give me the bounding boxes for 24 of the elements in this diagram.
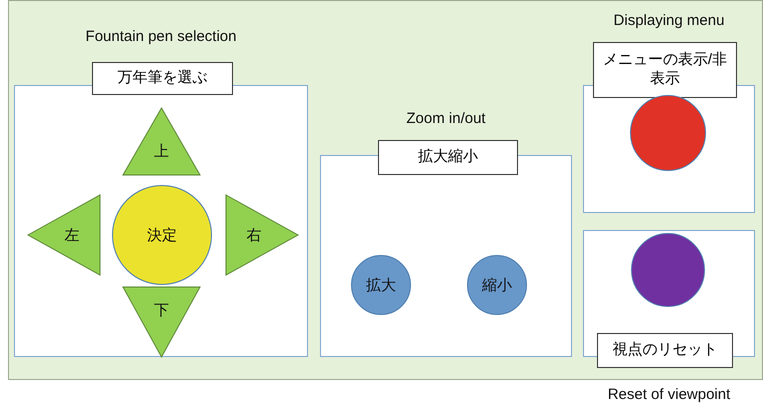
button-label: 縮小 [482,276,512,294]
round-button [467,255,527,315]
button-label: 左 [64,226,80,244]
title-tag: 視点のリセット [597,333,733,368]
title-tag: 万年筆を選ぶ [92,62,233,95]
panel-heading: Displaying menu [612,12,726,29]
round-button [351,255,411,315]
arrow-key [123,108,200,175]
panel-heading: Reset of viewpoint [606,386,732,403]
button-label: 決定 [147,226,177,244]
round-button [631,233,705,307]
panel-heading: Fountain pen selection [84,28,238,45]
arrow-key [226,195,298,275]
arrow-key [28,195,100,275]
button-label: 上 [154,142,169,161]
round-button [630,95,706,171]
round-button [112,185,212,285]
title-tag: 拡大縮小 [378,140,518,175]
title-tag: メニューの表示/非表示 [593,42,737,98]
button-label: 拡大 [366,276,396,294]
panel-heading: Zoom in/out [405,110,487,127]
arrow-key [123,287,200,357]
button-label: 下 [154,300,169,320]
button-label: 右 [246,226,262,244]
